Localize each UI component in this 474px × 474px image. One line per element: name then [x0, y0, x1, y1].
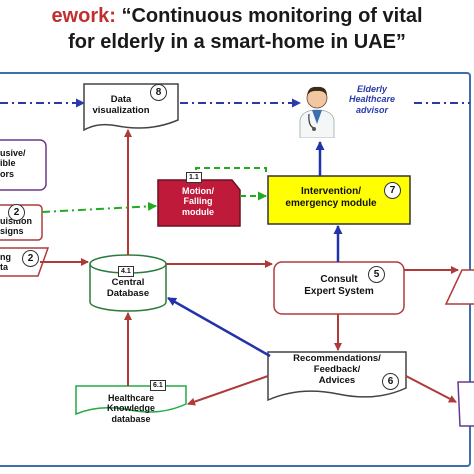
left-data-label: ng ta — [0, 252, 11, 273]
advisor-label: Elderly Healthcare advisor — [348, 84, 396, 115]
arrow-recommendations-right — [405, 375, 457, 403]
right-parallelogram — [444, 269, 474, 305]
recommendations-number: 6 — [382, 373, 399, 390]
central-database-label: Central Database — [106, 277, 150, 299]
consult-expert-label: Consult Expert System — [304, 274, 374, 297]
consult-expert-number: 5 — [368, 266, 385, 283]
healthcare-kb-shape — [75, 385, 187, 416]
green-upper-branch — [195, 167, 267, 180]
left-sensors-label: usive/ ible ors — [0, 148, 26, 179]
central-database-shape — [89, 264, 167, 312]
left-acquisition-number: 2 — [8, 204, 25, 221]
recommendations-label: Recommendations/ Feedback/ Advices — [293, 353, 381, 386]
recommendations-shape — [267, 351, 407, 402]
healthcare-kb-label: Healthcare Knowledge database — [106, 393, 155, 424]
title-prefix: ework: — [51, 5, 116, 27]
data-visualization-number: 8 — [150, 84, 167, 101]
diagram-title-line-2: for elderly in a smart-home in UAE” — [68, 31, 406, 53]
data-visualization-label: Data visualization — [92, 94, 150, 116]
doctor-icon — [299, 86, 335, 138]
left-acquisition-label: uisition signs — [0, 216, 32, 237]
central-database-number: 4.1 — [118, 266, 134, 277]
left-data-number: 2 — [22, 250, 39, 267]
arrow-recommendations-to-kb — [187, 375, 269, 406]
motion-falling-number: 1.1 — [186, 172, 202, 183]
left-sensors-box — [0, 139, 47, 191]
motion-falling-label: Motion/ Falling module — [181, 186, 214, 217]
green-acquisition-to-motion — [41, 201, 157, 213]
intervention-number: 7 — [384, 182, 401, 199]
diagram-title-line-1: ework: “Continuous monitoring of vital — [0, 6, 474, 26]
healthcare-kb-number: 6.1 — [150, 380, 166, 391]
title-quote: “Continuous monitoring of vital — [115, 5, 423, 27]
arrow-recommendations-to-db — [167, 296, 271, 358]
intervention-label: Intervention/ emergency module — [285, 186, 377, 209]
motion-falling-shape — [157, 179, 241, 227]
right-lower-shape — [457, 381, 474, 427]
